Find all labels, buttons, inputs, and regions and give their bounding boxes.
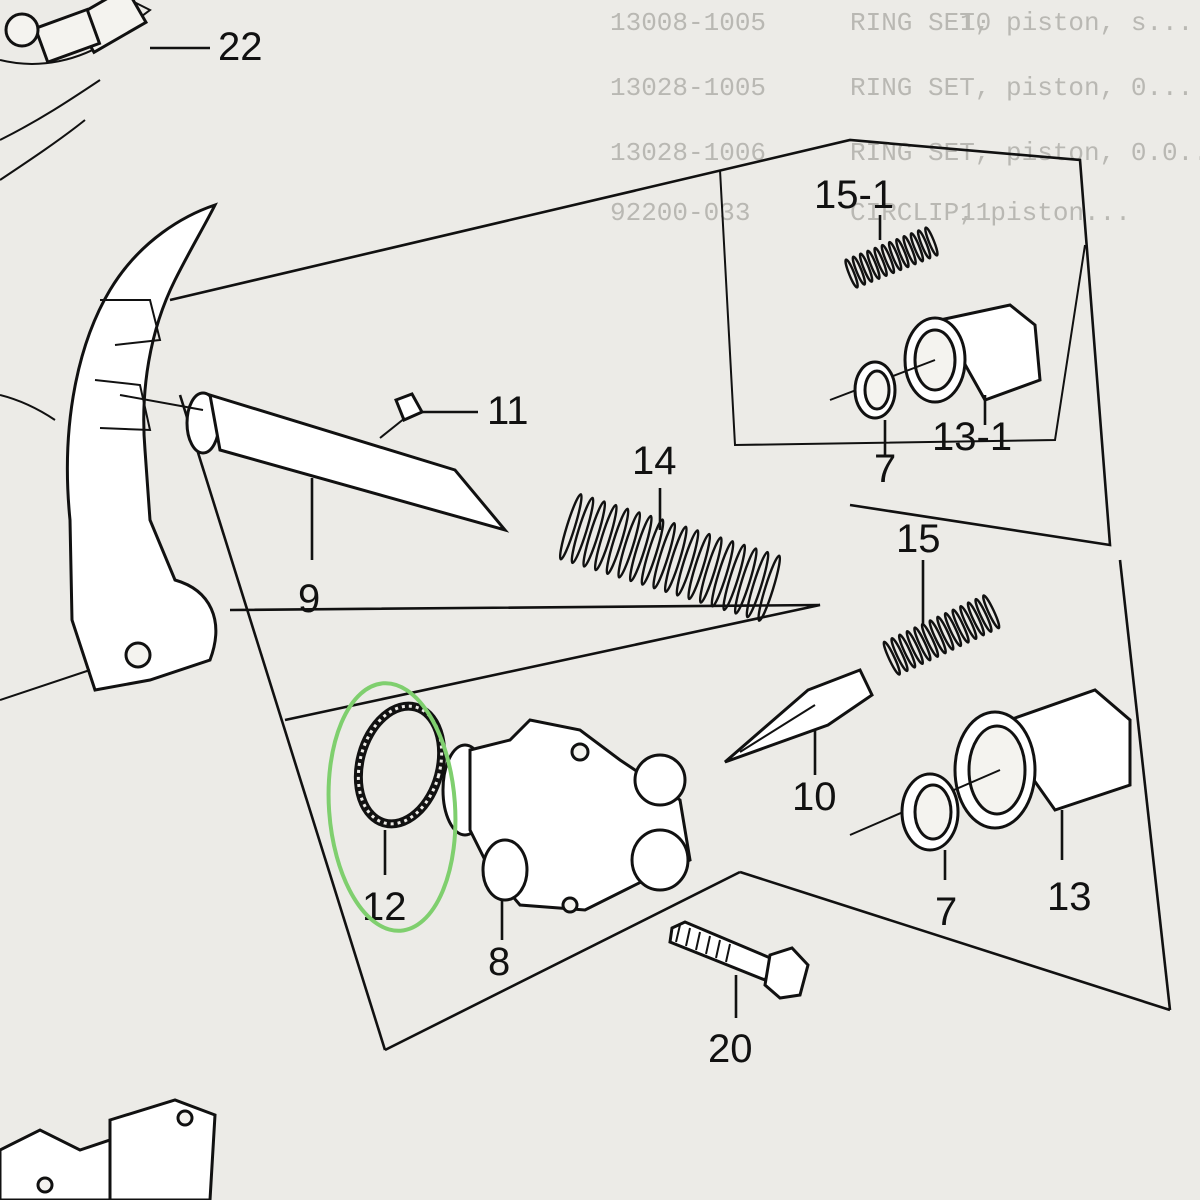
spring-coil	[558, 493, 583, 561]
washer-part-7-top	[853, 360, 897, 420]
spring-coil	[880, 243, 896, 275]
background-parts-table: 10 13008-1005 RING SET, piston, s... 130…	[610, 8, 1200, 228]
spring-coil	[698, 536, 723, 604]
kick-lever-arm	[0, 202, 218, 701]
label-20: 20	[708, 1027, 753, 1071]
highlight-circle-part-12	[326, 681, 458, 933]
spring-coil	[982, 594, 1001, 630]
label-15: 15	[896, 517, 941, 561]
spring-coil	[675, 529, 700, 597]
spring-coil	[966, 601, 986, 637]
spring-coil	[640, 518, 665, 586]
bg-row-1-code: 13008-1005	[610, 8, 766, 38]
housing-part-8	[441, 718, 692, 914]
label-7-top: 7	[874, 447, 896, 491]
spring-coil	[745, 550, 770, 619]
bg-row-3-code: 13028-1006	[610, 138, 766, 168]
spring-coil	[722, 543, 747, 612]
spring-coil	[909, 232, 925, 263]
spring-coil	[959, 604, 978, 641]
bg-row-2-code: 13028-1005	[610, 73, 766, 103]
spring-coil	[733, 547, 758, 615]
spring-coil	[895, 237, 910, 269]
spring-coil	[687, 532, 712, 601]
spring-part-15	[882, 594, 1001, 676]
spring-coil	[951, 608, 970, 644]
spring-coil	[628, 514, 653, 583]
spring-coil	[924, 226, 939, 257]
chain-part-22	[0, 0, 152, 181]
spring-part-15-1	[844, 226, 939, 289]
bg-row-4-code: 92200-033	[610, 198, 750, 228]
exploded-frame-lines	[169, 138, 1172, 1052]
label-13: 13	[1047, 875, 1092, 919]
label-14: 14	[632, 439, 677, 483]
spring-coil	[974, 597, 993, 633]
spring-coil	[570, 496, 595, 565]
pin-part-11	[379, 392, 425, 439]
label-8: 8	[488, 940, 510, 984]
label-13-1: 13-1	[932, 415, 1012, 459]
bg-row-3-desc: RING SET, piston, 0.0...	[850, 138, 1200, 168]
spring-coil	[928, 619, 947, 655]
spring-coil	[663, 525, 688, 593]
spring-coil	[943, 612, 963, 648]
bg-row-4-num: 11	[960, 198, 991, 228]
spring-coil	[905, 629, 924, 666]
spring-coil	[605, 507, 630, 575]
spring-coil	[582, 500, 607, 568]
spring-coil	[916, 229, 932, 260]
spring-coil	[882, 640, 901, 676]
spring-coil	[757, 554, 782, 622]
bg-row-1-num: 10	[960, 8, 991, 38]
bg-row-2-desc: RING SET, piston, 0...	[850, 73, 1193, 103]
label-10: 10	[792, 775, 837, 819]
label-11: 11	[487, 389, 529, 433]
bg-row-1-desc: RING SET, piston, s...	[850, 8, 1193, 38]
washer-part-7-bottom	[900, 772, 960, 852]
bolt-part-20	[668, 920, 810, 1000]
label-7-bottom: 7	[935, 890, 957, 934]
label-12: 12	[362, 885, 407, 929]
label-9: 9	[298, 577, 320, 621]
shaft-part-9	[119, 391, 510, 533]
spring-coil	[890, 637, 909, 673]
bottom-bracket	[0, 1098, 217, 1200]
cap-nut-part-13	[849, 688, 1132, 836]
spring-coil	[887, 240, 903, 272]
spring-coil	[902, 235, 917, 266]
label-22: 22	[218, 25, 263, 69]
spring-coil	[913, 626, 932, 662]
spring-coil	[617, 511, 642, 579]
spring-coil	[858, 252, 874, 283]
gasket-part-12	[353, 701, 447, 829]
spring-coil	[652, 522, 677, 590]
spring-coil	[873, 246, 888, 278]
spring-coil	[897, 633, 917, 669]
cap-nut-part-13-1	[829, 303, 1042, 404]
plunger-part-10	[724, 668, 874, 764]
label-15-1: 15-1	[814, 173, 894, 217]
spring-coil	[936, 615, 955, 651]
spring-coil	[851, 255, 867, 286]
spring-coil	[710, 540, 735, 608]
spring-part-14	[558, 493, 782, 622]
spring-coil	[593, 503, 618, 572]
spring-coil	[866, 249, 881, 280]
spring-coil	[844, 258, 859, 289]
